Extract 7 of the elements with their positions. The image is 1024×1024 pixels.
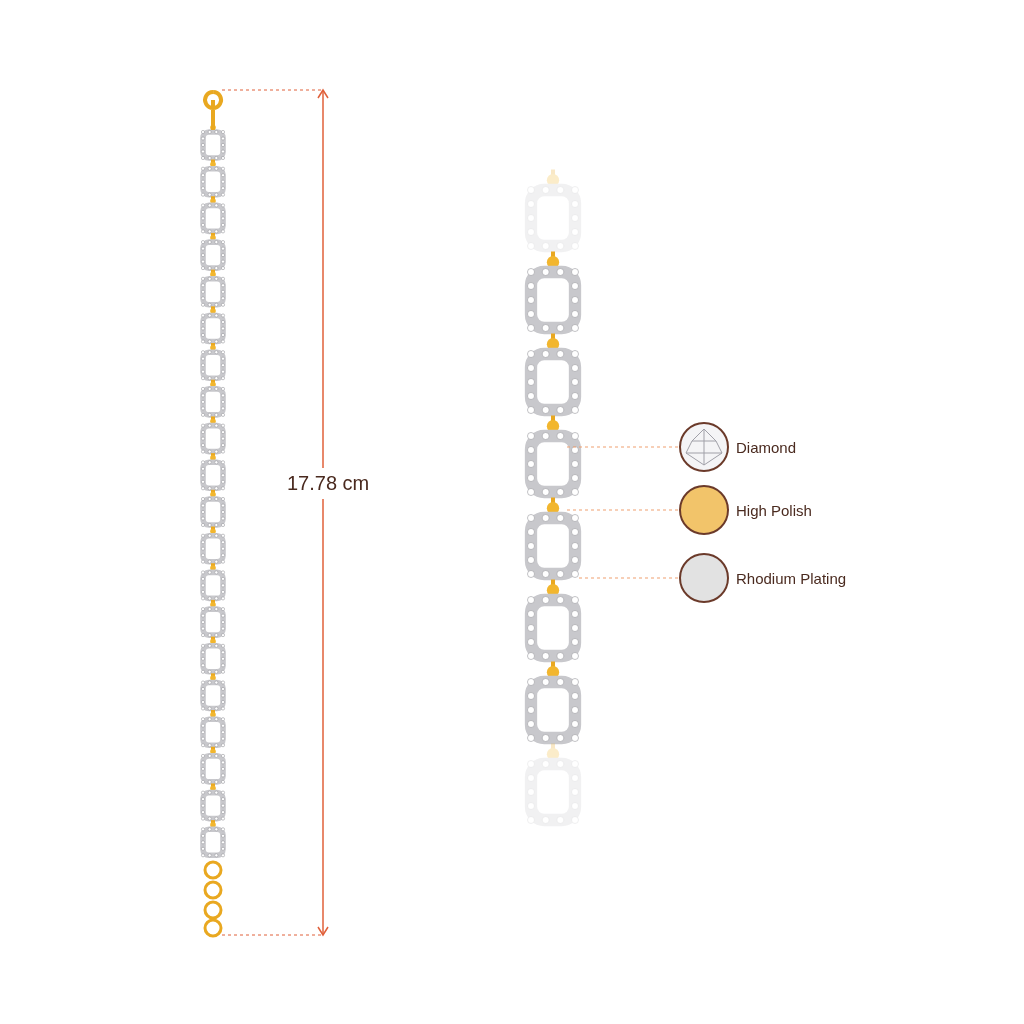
material-label: High Polish xyxy=(736,501,812,519)
leader-line xyxy=(564,509,679,511)
dimension-label: 17.78 cm xyxy=(287,468,370,499)
material-label: Rhodium Plating xyxy=(736,569,847,587)
leader-line xyxy=(564,446,679,448)
material-label: Diamond xyxy=(736,438,797,456)
leader-line xyxy=(577,577,679,579)
